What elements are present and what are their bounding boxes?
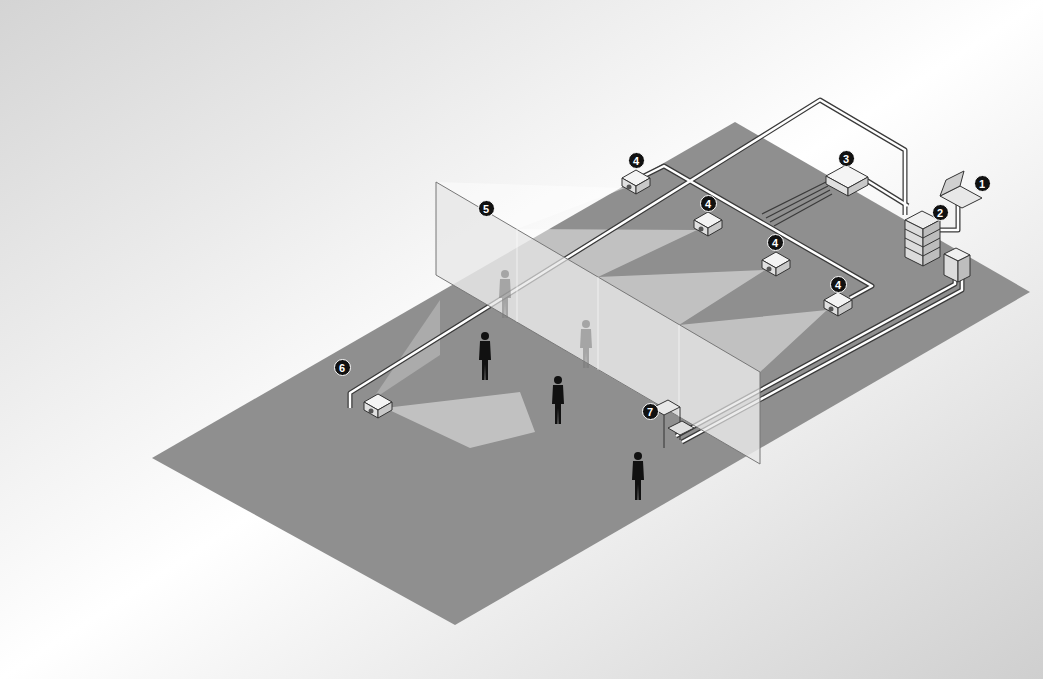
console-keyboard [668,421,694,435]
callout-number: 3 [838,150,855,167]
callout-number: 4 [767,234,784,251]
projector [694,212,722,236]
person-shadow [580,320,592,368]
screen-seams [517,229,679,417]
callout-number: 2 [932,204,949,221]
callout-number: 1 [974,175,991,192]
projection-beams [372,182,827,464]
switch-side [826,176,848,196]
projector [364,394,392,418]
light-beam [385,392,535,448]
tower-side [944,254,958,282]
tower-side [958,255,970,282]
switch-box [826,165,868,196]
person [479,332,491,380]
projector [824,292,852,316]
shadows [499,270,592,368]
projector [622,170,650,194]
light-beam [372,300,440,400]
callout-number: 4 [628,152,645,169]
callout-number: 4 [830,276,847,293]
callout-number: 7 [642,403,659,420]
person [552,376,564,424]
server-rack [905,211,970,282]
cable-bundle [762,182,832,226]
callout-number: 6 [334,359,351,376]
people [479,332,644,500]
projector [762,252,790,276]
person [632,452,644,500]
callout-number: 5 [478,200,495,217]
switch-side [848,177,868,196]
laptop-screen [940,171,964,196]
floor [152,122,1030,625]
person-shadow [499,270,511,318]
projection-wall [436,182,760,464]
callout-number: 4 [700,195,717,212]
rack-units [905,229,940,256]
